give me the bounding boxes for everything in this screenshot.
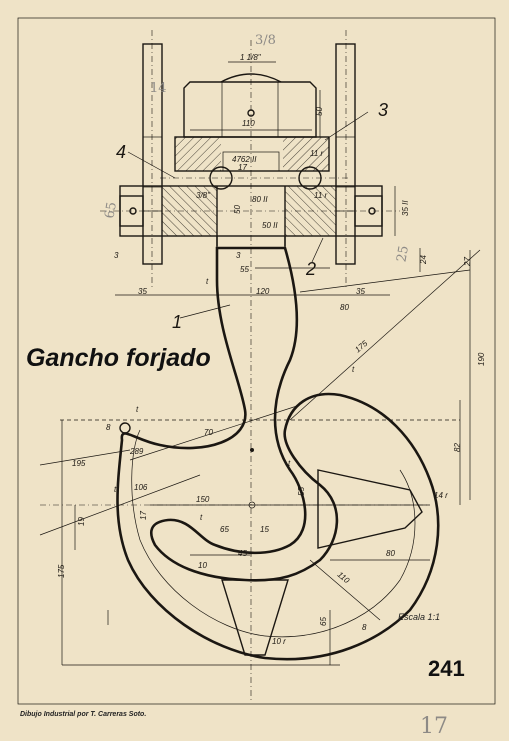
dim-50-dia: 50 II	[262, 221, 278, 230]
dim-110: 110	[242, 119, 255, 128]
credit-line: Dibujo Industrial por T. Carreras Soto.	[20, 711, 146, 718]
hook-body	[40, 246, 460, 661]
dim-55-vert: 55	[297, 487, 306, 496]
dim-t-2: t	[352, 365, 355, 374]
dim-ring: 4762 II	[232, 155, 257, 164]
dim-11r-a: 11 r	[310, 149, 324, 158]
dim-8: 8	[106, 423, 111, 432]
drawing-title: Gancho forjado	[26, 344, 211, 372]
dim-3-center: 3	[236, 251, 241, 260]
dim-150: 150	[196, 495, 210, 504]
part-label-4: 4	[116, 142, 126, 162]
page-number: 241	[428, 656, 465, 681]
pencil-note-25: 25	[394, 244, 412, 263]
dim-nut-width: 1 1/8"	[240, 53, 262, 62]
dim-t-1: t	[206, 277, 209, 286]
part-label-1: 1	[172, 312, 182, 332]
dim-45: 45	[238, 549, 247, 558]
dim-t-4: t	[136, 405, 139, 414]
dim-35-left: 35	[138, 287, 147, 296]
dim-17: 17	[238, 163, 247, 172]
dim-289: 289	[129, 447, 144, 456]
dim-80-low: 80	[386, 549, 395, 558]
dim-110: 110	[336, 570, 352, 585]
dim-35-right-bottom: 35	[356, 287, 365, 296]
pencil-note-14: 14	[150, 81, 167, 96]
dimension-texts: 1 1/8" 110 50 4762 II 11 r 11 r 3/8" 17 …	[57, 53, 486, 646]
dim-24: 24	[419, 255, 428, 265]
dim-27: 27	[463, 257, 472, 267]
dim-82: 82	[453, 443, 462, 452]
dim-t-6: t	[200, 513, 203, 522]
dim-70: 70	[204, 428, 213, 437]
dim-17-hook: 17	[139, 511, 148, 520]
dim-t-5: t	[114, 485, 117, 494]
pencil-sheet-number: 17	[420, 714, 448, 739]
crosshead-assembly	[100, 30, 400, 700]
sheet-frame	[17, 17, 496, 705]
dim-3-left: 3	[114, 251, 119, 260]
part-label-2: 2	[305, 259, 316, 279]
dim-50-top: 50	[315, 107, 324, 116]
dim-35-right: 35 II	[401, 200, 410, 216]
part-label-3: 3	[378, 100, 388, 120]
dim-65-vert: 65	[319, 617, 328, 626]
dim-bolt: 3/8"	[196, 191, 211, 200]
pencil-note-65: 65	[102, 201, 120, 220]
dim-10: 10	[198, 561, 207, 570]
dim-8-low: 8	[362, 623, 367, 632]
dim-t-3: t	[288, 459, 291, 468]
dim-50-shank: 50	[233, 205, 242, 214]
dim-106: 106	[134, 483, 148, 492]
dim-15: 15	[260, 525, 269, 534]
scale-note: Escala 1:1	[398, 612, 440, 622]
dim-55: 55	[240, 265, 249, 274]
dim-19: 19	[77, 517, 86, 526]
dim-14r: 14 r	[434, 491, 448, 500]
dim-80: 80 II	[252, 195, 268, 204]
dim-195: 195	[72, 459, 86, 468]
dimension-lines	[39, 61, 481, 666]
dim-11r-b: 11 r	[314, 191, 328, 200]
dim-190: 190	[477, 352, 486, 366]
dim-175-vert: 175	[57, 564, 66, 578]
pencil-note-fraction: 3/8	[255, 33, 276, 48]
dim-65-diag: 65	[220, 525, 229, 534]
dim-120: 120	[256, 287, 270, 296]
dim-10r: 10 r	[272, 637, 286, 646]
dim-175-diag: 175	[353, 339, 369, 355]
dim-80-diag: 80	[340, 303, 349, 312]
